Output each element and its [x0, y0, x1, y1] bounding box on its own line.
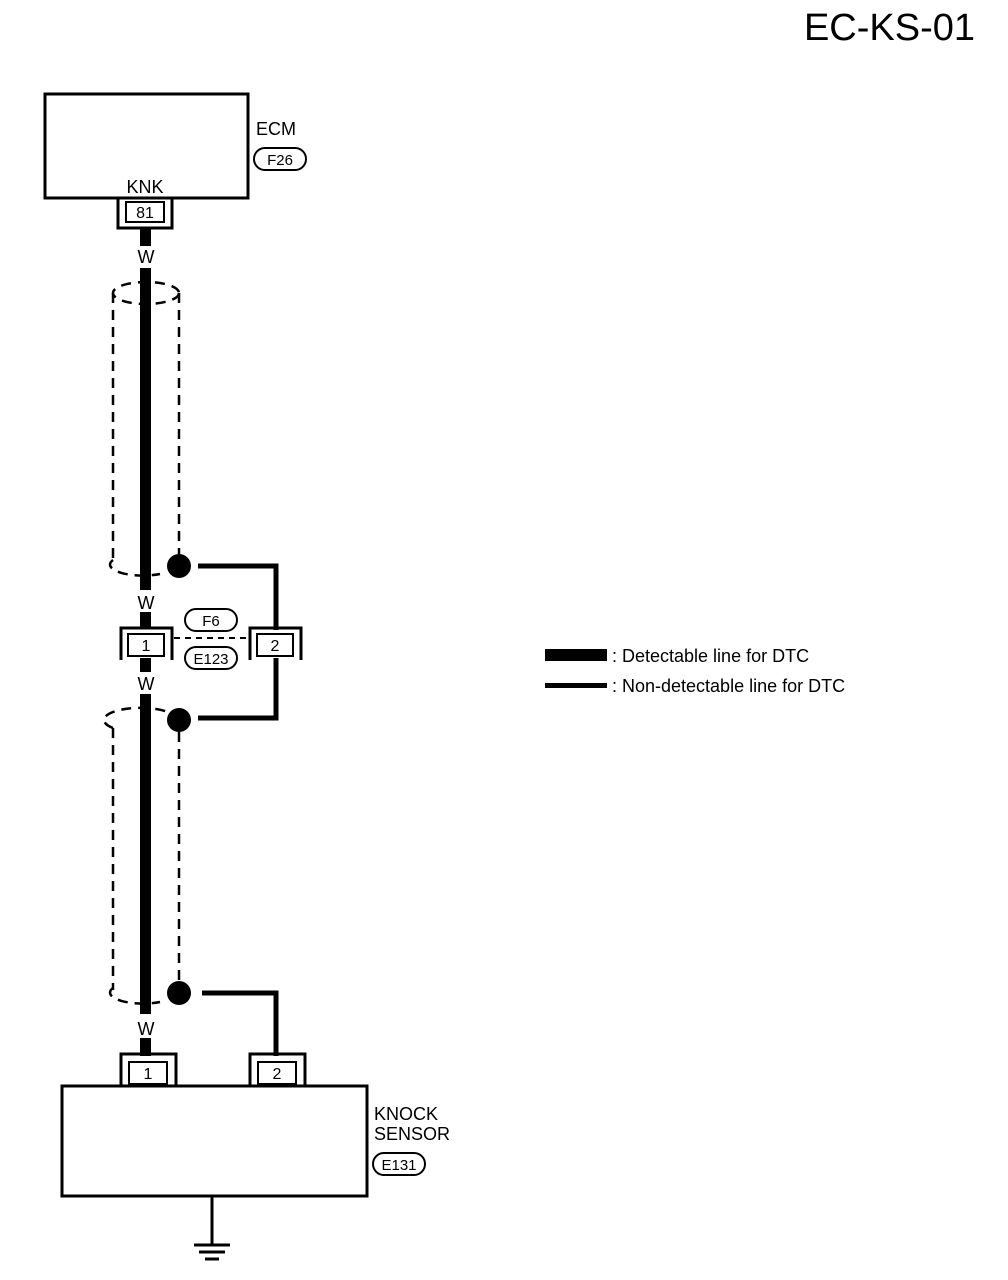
wire-color-label: W	[138, 593, 155, 613]
signal-wire-segment	[140, 694, 151, 1014]
legend-detectable-label: : Detectable line for DTC	[612, 646, 809, 666]
knock-sensor-connector-id: E131	[381, 1157, 416, 1174]
joint-connector-oval-bottom	[184, 646, 238, 670]
knock-sensor-label-line2: SENSOR	[374, 1124, 450, 1144]
ecm-unit: ECM F26 KNK 81	[43, 92, 307, 230]
ground-symbol	[194, 1196, 230, 1261]
sensor-pin2-housing	[248, 1052, 307, 1086]
knock-sensor-box	[60, 1084, 369, 1198]
signal-wire	[140, 228, 151, 1056]
legend-thin-swatch	[545, 683, 607, 688]
sensor-pin2-box	[257, 1061, 297, 1085]
sensor-pin1-housing	[119, 1052, 178, 1086]
joint-connector-id-bottom: E123	[193, 651, 228, 668]
joint-pin1-box	[127, 633, 165, 657]
lower-shield-drain-bottom-dot	[167, 981, 191, 1005]
joint-pin2-housing	[248, 626, 303, 660]
knock-sensor-connector-oval	[372, 1152, 426, 1176]
upper-shield-drain-dot	[167, 554, 191, 578]
ecm-connector-oval	[253, 147, 307, 171]
ecm-pin-number: 81	[136, 205, 154, 222]
lower-shield-drain-top-dot	[167, 708, 191, 732]
shield-drain-wire	[198, 563, 279, 1056]
wire-color-label: W	[138, 247, 155, 267]
joint-connector-oval-top	[184, 608, 238, 632]
lower-shield	[102, 706, 181, 1005]
sensor-pin2-number: 2	[273, 1066, 282, 1083]
shield-end	[108, 986, 161, 1005]
page-code: EC-KS-01	[804, 7, 975, 49]
joint-connector-id-top: F6	[202, 613, 220, 630]
ecm-connector-id: F26	[267, 152, 293, 169]
upper-shield	[108, 280, 181, 577]
joint-pin2-box	[256, 633, 294, 657]
joint-connector: 1 2 F6 E123	[119, 608, 303, 670]
legend-non-detectable-label: : Non-detectable line for DTC	[612, 676, 845, 696]
signal-wire-segment	[140, 268, 151, 590]
ecm-terminal-name: KNK	[126, 177, 163, 197]
sensor-pin1-box	[128, 1061, 168, 1085]
ecm-label: ECM	[256, 119, 296, 139]
joint-pin2-number: 2	[271, 638, 280, 655]
signal-wire-segment	[140, 228, 151, 246]
knock-sensor-label-line1: KNOCK	[374, 1104, 438, 1124]
joint-pin1-number: 1	[142, 638, 151, 655]
knock-sensor-unit: 1 2 KNOCK SENSOR E131	[60, 1052, 450, 1198]
signal-wire-segment	[140, 612, 151, 628]
drain-wire-segment	[202, 990, 279, 1056]
wire-color-label: W	[138, 674, 155, 694]
drain-wire-segment	[198, 563, 279, 630]
signal-wire-segment	[140, 1038, 151, 1056]
drain-wire-segment	[198, 658, 279, 721]
ecm-pin-box	[125, 201, 165, 223]
shield-end	[108, 558, 161, 577]
shield-end	[102, 706, 169, 730]
wire-color-label: W	[138, 1019, 155, 1039]
ecm-box	[43, 92, 250, 200]
legend: : Detectable line for DTC : Non-detectab…	[545, 646, 845, 696]
signal-wire-segment	[140, 658, 151, 672]
joint-pin1-housing	[119, 626, 174, 660]
sensor-pin1-number: 1	[144, 1066, 153, 1083]
legend-thick-swatch	[545, 649, 607, 661]
